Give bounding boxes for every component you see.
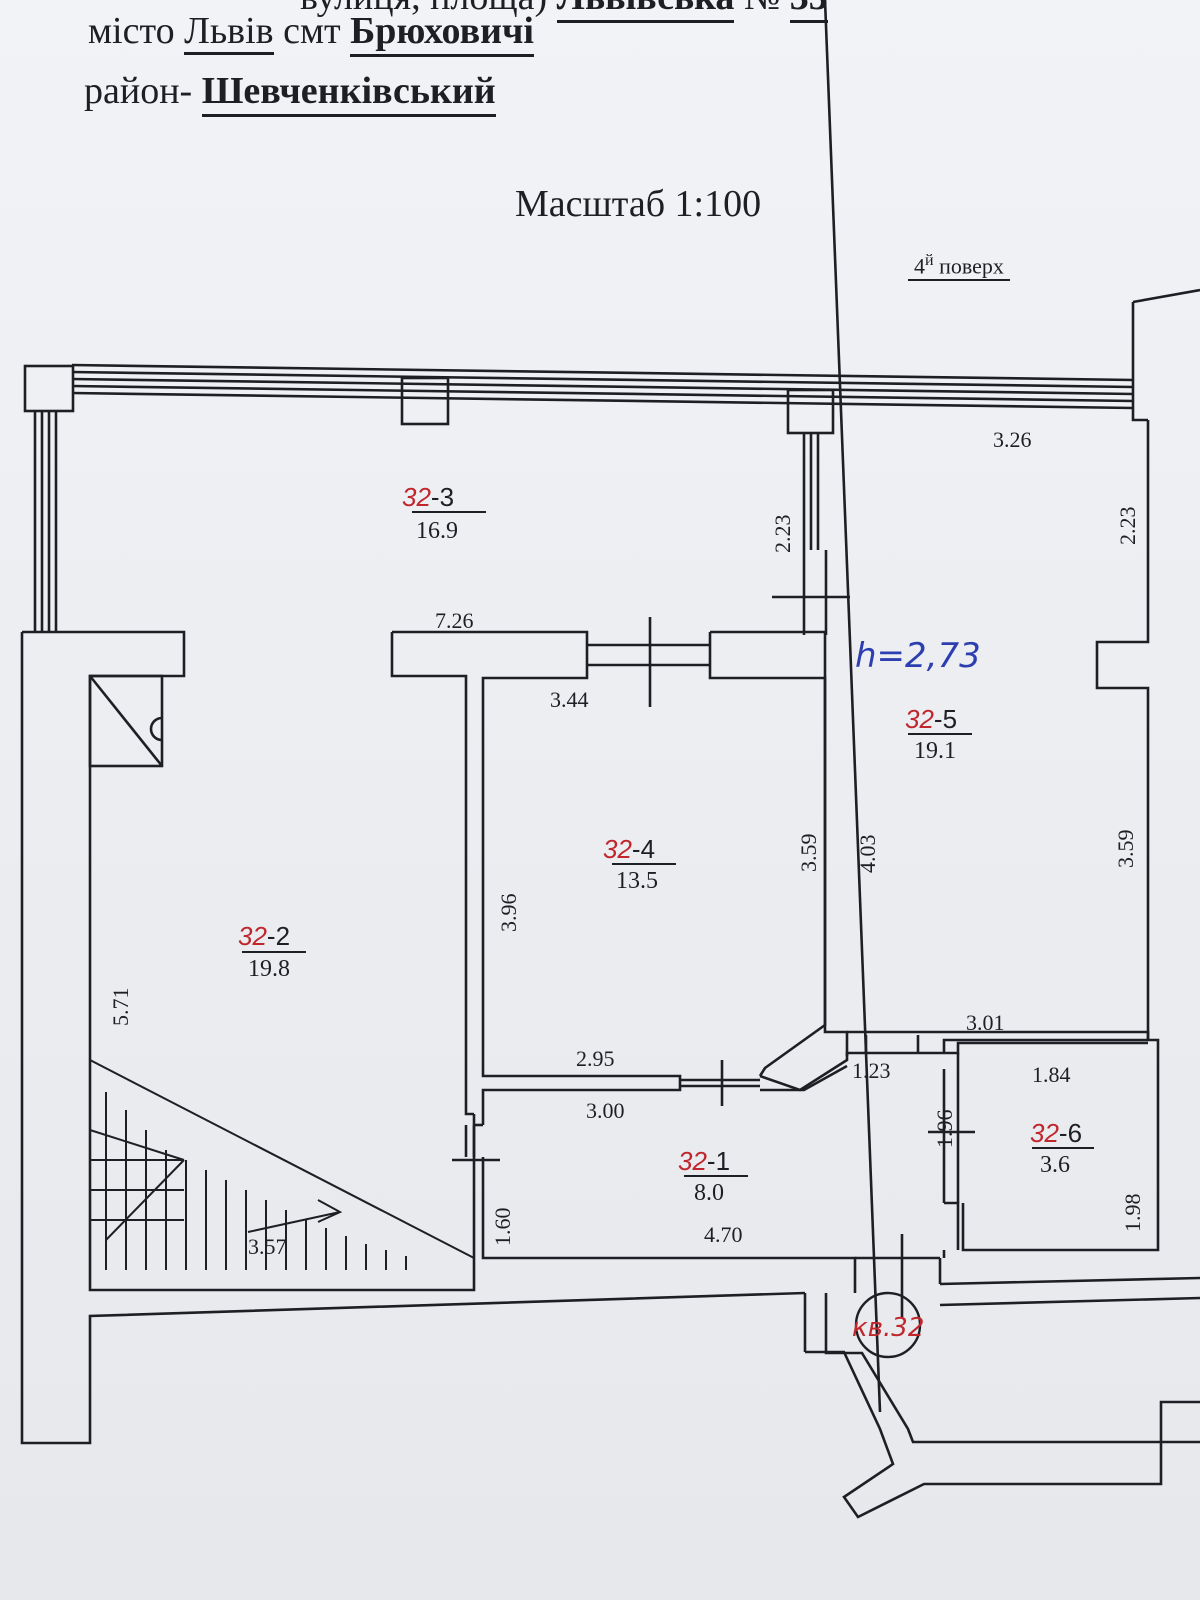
header-street-line: вулиця, площа) Львівська № 33 bbox=[300, 0, 828, 23]
room-id-prefix: 32 bbox=[1030, 1118, 1059, 1148]
smt-name: Брюховичі bbox=[350, 10, 534, 57]
right-outer-wall bbox=[1095, 288, 1200, 1040]
room-area: 13.5 bbox=[616, 868, 658, 894]
header-city-line: місто Львів смт Брюховичі bbox=[88, 10, 534, 57]
dim-balcony-depth-right: 2.23 bbox=[1115, 507, 1140, 546]
dim-door-width: 1.23 bbox=[852, 1058, 891, 1083]
dim-room5-right-length: 3.59 bbox=[1113, 830, 1138, 869]
room-id-prefix: 32 bbox=[678, 1146, 707, 1176]
dim-room2-length: 5.71 bbox=[108, 988, 133, 1027]
svg-text:32-1: 32-1 bbox=[678, 1146, 730, 1176]
floor-label: 4й поверх bbox=[908, 252, 1010, 282]
balcony-post-left bbox=[23, 364, 75, 413]
district-label: район- bbox=[84, 70, 193, 112]
left-outer-wall bbox=[20, 630, 806, 1445]
smt-label: смт bbox=[283, 10, 341, 52]
dim-room4-left-length: 3.96 bbox=[496, 894, 521, 933]
room-32-1: 32-1 8.0 bbox=[678, 1146, 748, 1206]
header-district-line: район- Шевченківський bbox=[84, 70, 496, 117]
dim-room1-top: 3.00 bbox=[586, 1098, 625, 1123]
dim-room1-right: 1.96 bbox=[932, 1110, 957, 1149]
scale-label: Масштаб 1:100 bbox=[515, 183, 762, 225]
room-area: 8.0 bbox=[694, 1180, 724, 1206]
dim-room5-left-length: 4.03 bbox=[855, 835, 880, 874]
dim-room4-width: 3.44 bbox=[550, 687, 589, 712]
street-name: Львівська bbox=[556, 0, 735, 23]
svg-text:32-2: 32-2 bbox=[238, 921, 290, 951]
room-32-3: 32-3 16.9 bbox=[402, 482, 486, 544]
dim-room4-right-length: 3.59 bbox=[796, 834, 821, 873]
svg-text:32-6: 32-6 bbox=[1030, 1118, 1082, 1148]
partition-walls bbox=[390, 630, 1160, 1293]
room-32-4: 32-4 13.5 bbox=[603, 834, 676, 894]
room-id-suffix: -6 bbox=[1059, 1118, 1082, 1148]
apartment-circle bbox=[854, 1291, 922, 1359]
floor-suffix: й bbox=[925, 252, 934, 269]
ceiling-height: h=2,73 bbox=[855, 636, 981, 676]
balcony-post-middle bbox=[400, 376, 450, 426]
dim-balcony-depth-left: 2.23 bbox=[770, 515, 795, 554]
number-sign: № bbox=[744, 0, 780, 18]
floor-word: поверх bbox=[939, 253, 1004, 279]
room-32-2: 32-2 19.8 bbox=[238, 921, 306, 982]
city-label: місто bbox=[88, 10, 175, 52]
room-id-prefix: 32 bbox=[905, 704, 934, 734]
street-prefix: вулиця, площа) bbox=[300, 0, 547, 18]
city-name: Львів bbox=[184, 10, 274, 55]
staircase bbox=[89, 1059, 475, 1270]
room-id-suffix: -4 bbox=[632, 834, 655, 864]
room-id-prefix: 32 bbox=[238, 921, 267, 951]
room-32-6: 32-6 3.6 bbox=[1030, 1118, 1094, 1178]
svg-text:32-3: 32-3 bbox=[402, 482, 454, 512]
dim-room6-width: 1.84 bbox=[1032, 1062, 1071, 1087]
dim-room5-width: 3.01 bbox=[966, 1010, 1005, 1035]
dim-room1-bottom: 4.70 bbox=[704, 1222, 743, 1247]
building-number: 33 bbox=[789, 0, 828, 23]
room-id-suffix: -3 bbox=[431, 482, 454, 512]
dim-room6-length: 1.98 bbox=[1120, 1194, 1145, 1233]
svg-text:32-5: 32-5 bbox=[905, 704, 957, 734]
dim-balcony-width: 3.26 bbox=[993, 427, 1032, 452]
door-marks bbox=[452, 617, 975, 1318]
room-area: 16.9 bbox=[416, 518, 458, 544]
room-area: 3.6 bbox=[1040, 1152, 1070, 1178]
balcony-door-mullion bbox=[772, 433, 850, 635]
room-id-suffix: -5 bbox=[934, 704, 957, 734]
room-id-prefix: 32 bbox=[402, 482, 431, 512]
apartment-mark: кв.32 bbox=[852, 1313, 924, 1343]
ventilation-shaft bbox=[88, 674, 164, 768]
room-id-suffix: -2 bbox=[267, 921, 290, 951]
dim-balcony-length: 7.26 bbox=[435, 608, 474, 633]
district-name: Шевченківський bbox=[201, 70, 496, 117]
dim-stair-length: 3.57 bbox=[248, 1234, 287, 1259]
room-area: 19.8 bbox=[248, 956, 290, 982]
dim-room4-bottom: 2.95 bbox=[576, 1046, 615, 1071]
room-area: 19.1 bbox=[914, 738, 956, 764]
dim-room1-left: 1.60 bbox=[490, 1208, 515, 1247]
room-id-suffix: -1 bbox=[707, 1146, 730, 1176]
room-id-prefix: 32 bbox=[603, 834, 632, 864]
svg-text:32-4: 32-4 bbox=[603, 834, 655, 864]
balcony-railing bbox=[33, 363, 1134, 632]
floor-number: 4 bbox=[914, 253, 925, 279]
room-32-5: 32-5 19.1 bbox=[905, 704, 972, 764]
lower-corridor-walls bbox=[803, 0, 1200, 1519]
